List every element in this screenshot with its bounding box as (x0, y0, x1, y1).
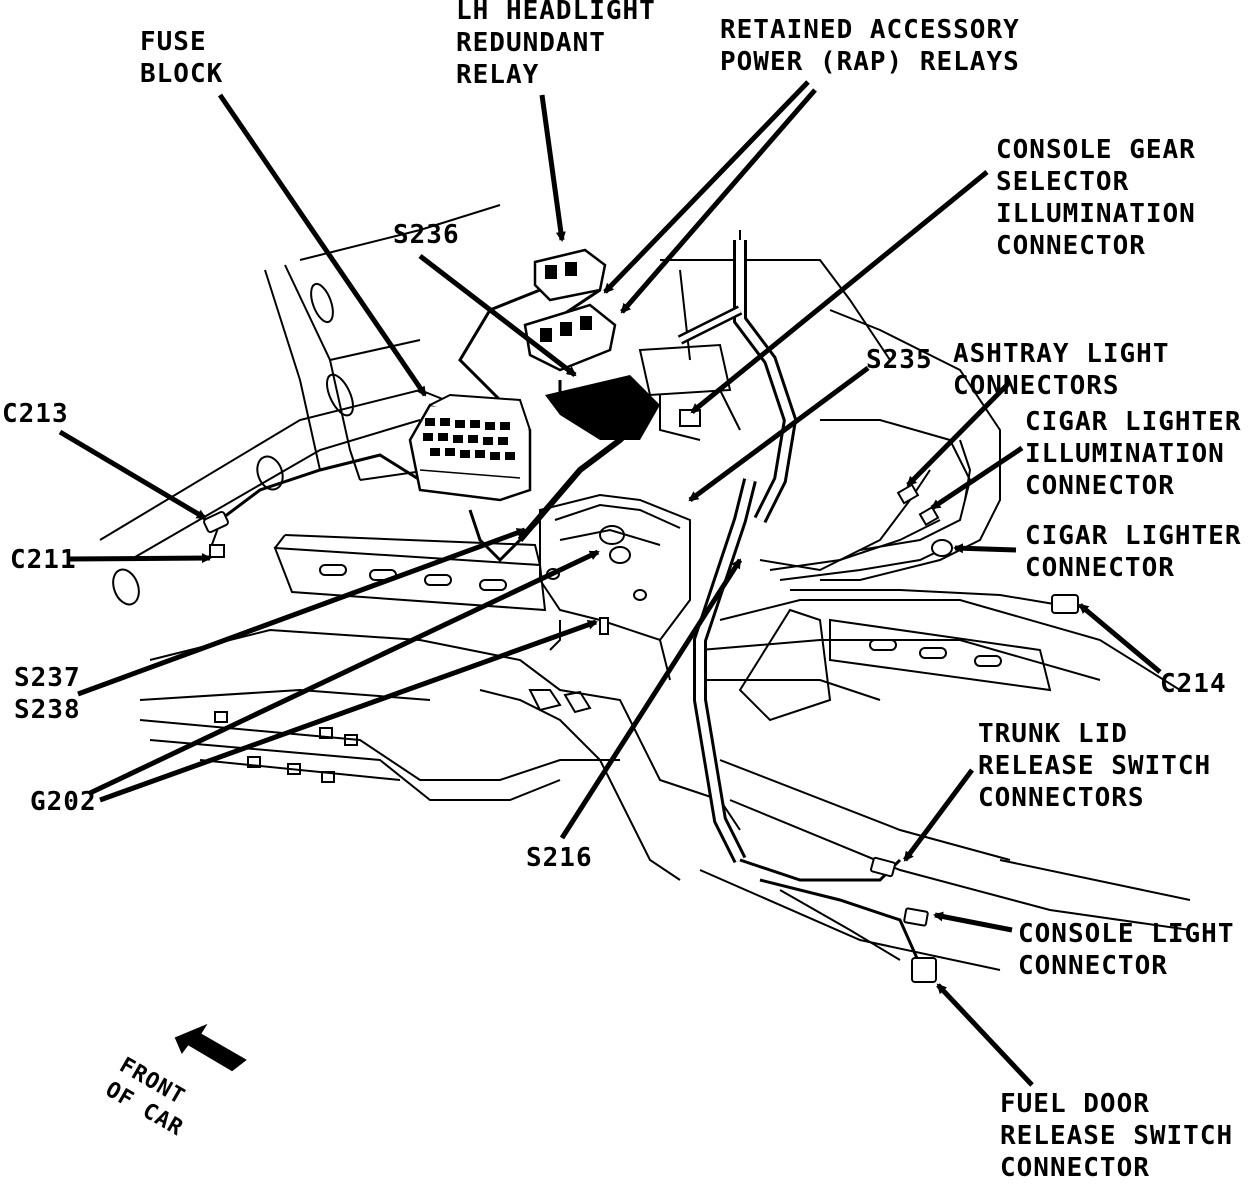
label-c214: C214 (1160, 669, 1227, 699)
label-trunk-lid-release: TRUNK LID RELEASE SWITCH CONNECTORS (978, 719, 1212, 813)
label-fuse-block: FUSE BLOCK (140, 27, 224, 89)
label-s237-s238: S237 S238 (14, 663, 81, 725)
rap-relays (523, 303, 617, 372)
fuse-block (408, 393, 532, 502)
label-rap-relays: RETAINED ACCESSORY POWER (RAP) RELAYS (720, 15, 1020, 77)
label-cigar-lighter-connector: CIGAR LIGHTER CONNECTOR (1025, 521, 1242, 583)
front-direction-arrow (174, 1023, 247, 1072)
label-c213: C213 (2, 399, 69, 429)
label-s216: S216 (526, 843, 593, 873)
label-c211: C211 (10, 545, 77, 575)
leader-arrows (58, 80, 1162, 1087)
harness-bundle (545, 375, 660, 440)
connectors (203, 409, 1079, 983)
label-ashtray-light-connectors: ASHTRAY LIGHT CONNECTORS (953, 339, 1170, 401)
label-lh-headlight-redundant-relay: LH HEADLIGHT REDUNDANT RELAY (456, 0, 656, 90)
label-s235: S235 (866, 345, 933, 375)
label-g202: G202 (30, 787, 97, 817)
label-console-gear-selector: CONSOLE GEAR SELECTOR ILLUMINATION CONNE… (996, 135, 1196, 261)
label-console-light-connector: CONSOLE LIGHT CONNECTOR (1018, 919, 1235, 981)
lh-headlight-relay (533, 248, 607, 302)
label-cigar-lighter-illumination: CIGAR LIGHTER ILLUMINATION CONNECTOR (1025, 407, 1242, 501)
floor-structure (99, 204, 1191, 971)
label-s236: S236 (393, 220, 460, 250)
label-fuel-door-release: FUEL DOOR RELEASE SWITCH CONNECTOR (1000, 1089, 1234, 1183)
